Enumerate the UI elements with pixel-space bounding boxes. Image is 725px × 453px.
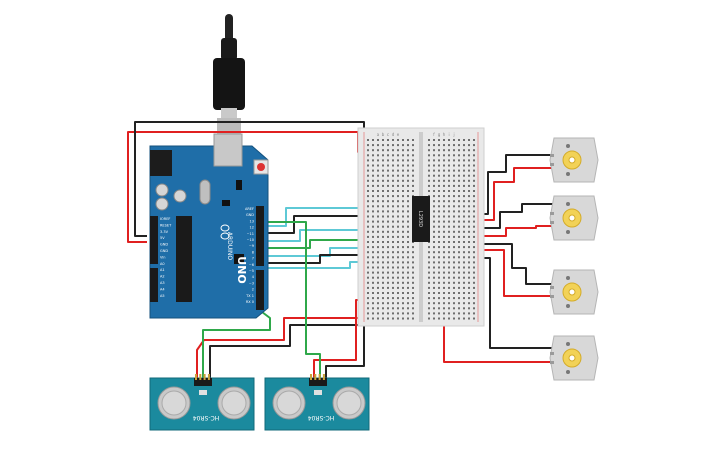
ultrasonic-sensors: HC-SR04 HC-SR04 (149, 374, 370, 431)
wire-black-sig-1 (260, 215, 390, 234)
wire-black-s1 (209, 324, 365, 380)
power-pin-label: A0 (160, 262, 165, 266)
digital-pin-label: 4 (252, 275, 255, 279)
wire-red-m1 (452, 167, 556, 221)
ultrasonic-sensor: HC-SR04 (149, 374, 255, 431)
power-pin-label: A1 (160, 268, 165, 272)
digital-header-1 (256, 206, 264, 266)
column-letter: h (443, 132, 446, 137)
digital-pin-label: ~3 (249, 281, 254, 285)
digital-pin-label: TX 1 (245, 294, 254, 298)
analog-header (150, 268, 158, 302)
sensor-model-text: HC-SR04 (308, 414, 335, 421)
power-pin-label: Vin (160, 255, 166, 259)
atmega-chip (176, 216, 192, 302)
dc-motor (549, 335, 599, 381)
power-pin-label: GND (160, 243, 168, 247)
column-letter: d (392, 132, 395, 137)
dc-motors (549, 137, 599, 381)
dc-motor (549, 195, 599, 241)
arduino-model-text: UNO (235, 256, 248, 284)
column-letter: i (448, 132, 449, 137)
wire-red-s1 (196, 317, 372, 380)
wire-black-sig-2 (260, 254, 376, 264)
power-pin-label: IOREF (160, 217, 170, 221)
wire-black-m3 (452, 243, 556, 285)
digital-pin-label: RX 0 (246, 300, 254, 304)
power-jack (150, 150, 172, 176)
column-letter: g (438, 132, 441, 137)
power-pin-label: RESET (160, 223, 172, 227)
digital-pin-label: ~6 (249, 263, 254, 267)
wire-cyan-2 (260, 229, 392, 242)
digital-pin-label: ~9 (249, 244, 254, 248)
digital-pin-label: 2 (252, 288, 254, 292)
arduino-uno-board: ARDUINO UNO AREF GND 13 12 ~11 ~10 ~9 8 7 ~6 ~5 4 ~3… (149, 133, 269, 319)
power-pin-label: A5 (160, 294, 165, 298)
l293d-ic: L293D (412, 196, 430, 242)
power-pin-label: A4 (160, 287, 165, 291)
wire-green-s2 (262, 221, 321, 380)
power-pin-label: GND (160, 249, 168, 253)
wire-green-sig-1 (260, 239, 380, 249)
digital-pin-label: ~5 (249, 269, 254, 273)
wire-green-s1 (202, 311, 271, 380)
arduino-logo-icon (220, 224, 230, 240)
ic-label: L293D (417, 211, 423, 227)
power-pin-label: 5V (160, 236, 165, 240)
wire-cyan-1 (260, 207, 398, 227)
column-letter: a (377, 132, 380, 137)
sensor-model-text: HC-SR04 (193, 414, 220, 421)
wire-black-m2 (452, 203, 556, 229)
column-letter: f (433, 132, 435, 137)
power-pin-label: 3.3V (160, 230, 169, 234)
digital-pin-label: 7 (252, 257, 254, 261)
digital-pin-label: 13 (250, 219, 254, 223)
digital-pin-label: ~11 (247, 232, 254, 236)
digital-pin-label: 8 (252, 250, 254, 254)
column-letter: j (452, 132, 454, 137)
dc-motor (549, 269, 599, 315)
power-pin-label: A3 (160, 281, 165, 285)
column-letter: c (387, 132, 389, 137)
digital-pin-labels: AREF GND 13 12 ~11 ~10 ~9 8 7 ~6 ~5 4 ~3 2 TX 1 RX 0 (245, 207, 255, 304)
digital-pin-label: AREF (245, 207, 254, 211)
power-header (150, 216, 158, 264)
digital-header-2 (256, 270, 264, 310)
digital-pin-label: 12 (250, 226, 254, 230)
digital-pin-label: GND (246, 213, 254, 217)
arduino-brand-text: ARDUINO (226, 232, 233, 261)
breadboard-holes (367, 139, 475, 320)
column-letter: b (382, 132, 385, 137)
digital-pin-label: ~10 (247, 238, 254, 242)
usb-cable (213, 14, 245, 136)
wire-red-m2 (452, 225, 556, 237)
column-letter: e (397, 132, 400, 137)
usb-port (213, 133, 243, 167)
dc-motor (549, 137, 599, 183)
power-pin-label: A2 (160, 275, 165, 279)
ultrasonic-sensor: HC-SR04 (264, 374, 370, 431)
